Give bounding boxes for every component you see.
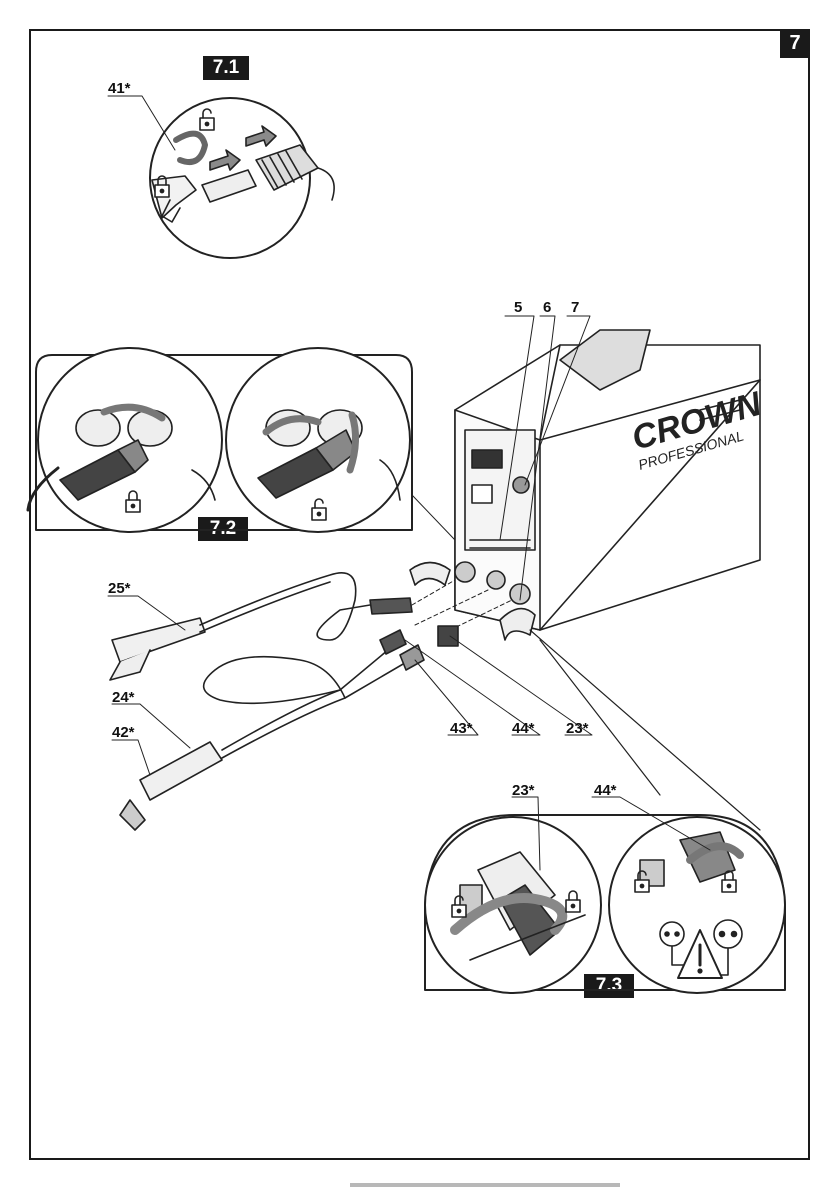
unlock-icon-7-1 <box>200 109 214 130</box>
callout-7: 7 <box>571 300 579 316</box>
callout-44-detail: 44* <box>594 783 617 799</box>
callout-23-detail: 23* <box>512 783 535 799</box>
detail-7-3 <box>425 815 785 993</box>
torch-cable <box>120 626 458 830</box>
callout-43: 43* <box>450 721 473 737</box>
callout-42: 42* <box>112 725 135 741</box>
callout-44: 44* <box>512 721 535 737</box>
callout-25: 25* <box>108 581 131 597</box>
callout-41: 41* <box>108 81 131 97</box>
detail-7-1 <box>150 98 334 258</box>
callout-5: 5 <box>514 300 522 316</box>
detail-7-2 <box>28 348 412 532</box>
footer-mark <box>350 1183 620 1187</box>
callout-6: 6 <box>543 300 551 316</box>
callout-24: 24* <box>112 690 135 706</box>
welding-machine <box>410 330 760 640</box>
callout-23: 23* <box>566 721 589 737</box>
earth-clamp-cable <box>110 573 412 680</box>
